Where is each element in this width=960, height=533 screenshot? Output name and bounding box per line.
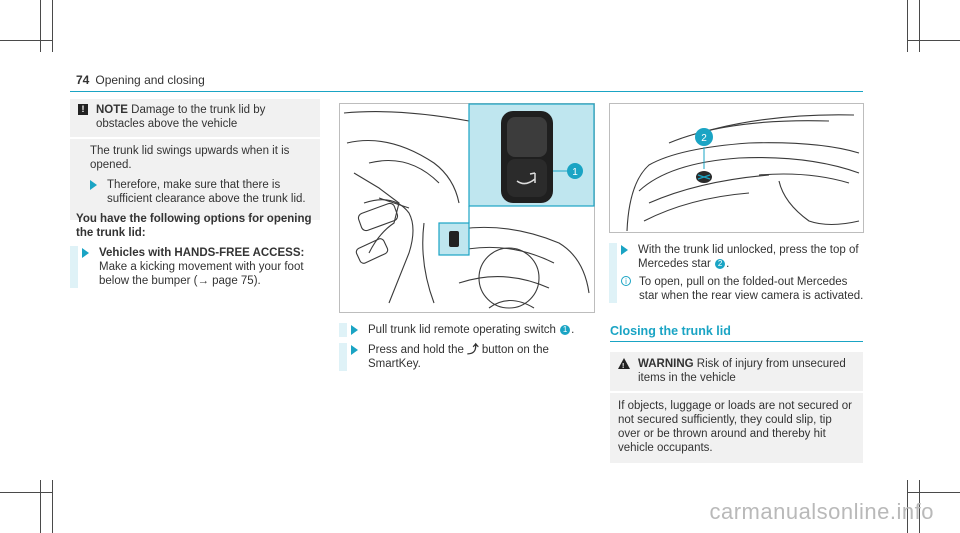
warning-triangle-icon: ! xyxy=(618,358,630,370)
page-header: 74 Opening and closing xyxy=(76,73,205,87)
figure-trunk-switch: 1 xyxy=(339,103,595,313)
note-box: ! NOTE Damage to the trunk lid by obstac… xyxy=(70,99,320,220)
header-rule xyxy=(70,91,863,92)
note-body: The trunk lid swings upwards when it is … xyxy=(70,139,320,220)
step-arrow-icon xyxy=(621,245,628,255)
step-b-post: button on the SmartKey. xyxy=(368,344,549,370)
step-arrow-icon xyxy=(351,325,358,335)
closing-rule xyxy=(610,341,863,342)
options-heading: You have the following options for openi… xyxy=(76,213,312,239)
section-title: Opening and closing xyxy=(95,73,205,87)
step-arrow-icon xyxy=(82,248,89,258)
warning-title: Risk of injury from unsecured items in t… xyxy=(638,358,846,384)
step-star-text: With the trunk lid unlocked, press the t… xyxy=(638,244,859,270)
crop-mark xyxy=(907,480,908,533)
step-arrow-icon xyxy=(351,345,358,355)
step-smartkey: Press and hold the ⤴ button on the Smart… xyxy=(339,343,594,371)
crop-mark xyxy=(40,0,41,52)
callout-badge: 2 xyxy=(715,258,726,269)
step-a-text: Pull trunk lid remote operating switch xyxy=(368,324,556,336)
step-press-star: With the trunk lid unlocked, press the t… xyxy=(609,243,864,303)
crop-mark xyxy=(52,480,53,533)
warning-header: ! WARNING Risk of injury from unsecured … xyxy=(610,352,863,393)
note-label: NOTE xyxy=(96,104,128,116)
note-text: The trunk lid swings upwards when it is … xyxy=(90,145,290,171)
note-title: Damage to the trunk lid by obstacles abo… xyxy=(96,104,266,130)
exclamation-icon: ! xyxy=(78,104,88,115)
step-pull-switch: Pull trunk lid remote operating switch 1… xyxy=(339,323,594,337)
crop-mark xyxy=(919,480,920,533)
warning-body: If objects, luggage or loads are not sec… xyxy=(618,400,852,454)
step-arrow-icon xyxy=(90,180,97,190)
step-b-pre: Press and hold the xyxy=(368,344,464,356)
note-step: Therefore, make sure that there is suffi… xyxy=(90,178,312,206)
watermark: carmanualsonline.info xyxy=(709,499,934,524)
crop-mark xyxy=(0,40,52,41)
figure1-callout: 1 xyxy=(572,167,578,178)
crop-mark xyxy=(52,0,53,52)
crop-mark xyxy=(907,492,960,493)
crop-mark xyxy=(907,40,960,41)
info-text: To open, pull on the folded-out Mercedes… xyxy=(639,276,864,302)
crop-mark xyxy=(907,0,908,52)
step1-text: Make a kicking movement with your foot b… xyxy=(99,261,304,287)
crop-mark xyxy=(40,480,41,533)
note-header: ! NOTE Damage to the trunk lid by obstac… xyxy=(70,99,320,139)
crop-mark xyxy=(0,492,52,493)
callout-badge: 1 xyxy=(560,324,571,335)
note-step-text: Therefore, make sure that there is suffi… xyxy=(107,179,306,205)
warning-box: ! WARNING Risk of injury from unsecured … xyxy=(610,352,863,463)
figure2-callout: 2 xyxy=(701,133,707,144)
closing-title: Closing the trunk lid xyxy=(610,324,731,338)
warning-label: WARNING xyxy=(638,358,694,370)
trunk-button-icon: ⤴ xyxy=(467,344,479,356)
step1-bold: Vehicles with HANDS-FREE ACCESS: xyxy=(99,247,305,259)
crop-mark xyxy=(919,0,920,52)
figure-mercedes-star: 2 xyxy=(609,103,864,233)
info-icon: i xyxy=(621,276,631,286)
step-hands-free: Vehicles with HANDS-FREE ACCESS: Make a … xyxy=(70,246,322,288)
page-number: 74 xyxy=(76,73,90,87)
